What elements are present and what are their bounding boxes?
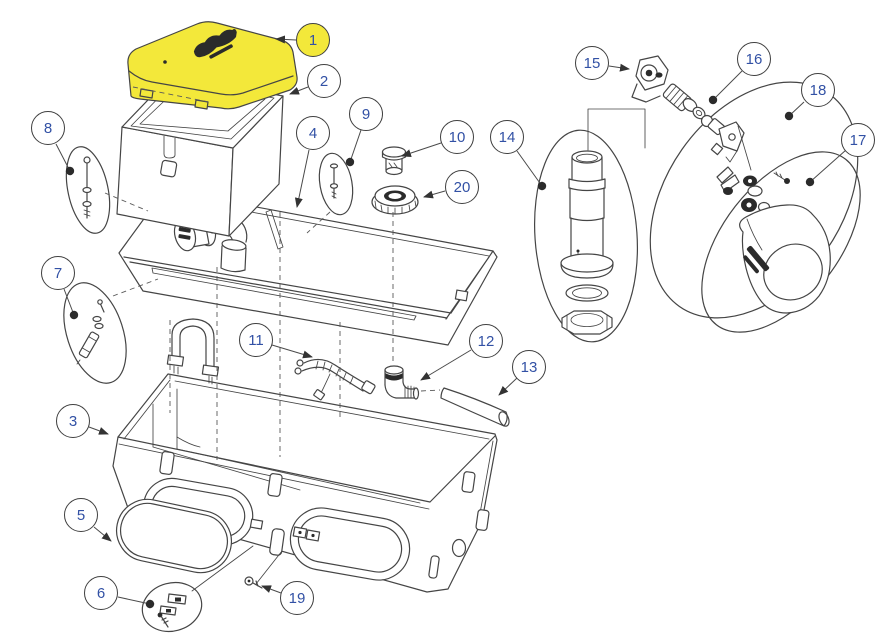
leader-2 [289,86,309,95]
motor-assembly-17 [716,166,831,314]
brand-script-logo-motor [743,245,770,274]
insert-fitting-part-10 [381,146,407,176]
leader-12 [420,349,472,381]
leader-13 [498,377,518,396]
standpipe-ellipse-14 [533,129,639,343]
motor-drum [739,204,831,314]
leader-5 [93,526,112,542]
standpipe-assembly [560,108,646,335]
leader-10 [401,142,442,157]
leader-4 [294,149,310,208]
hopper-right-oval [289,507,411,581]
pull-pin-part-19 [244,550,283,589]
leader-20 [423,190,446,199]
leader-15 [608,63,630,72]
plunger-parts-chain-16 [662,83,752,171]
leader-14 [516,150,547,191]
detail-ellipse-9 [318,152,354,216]
leader-1 [275,35,297,44]
lock-ring-nut-part-20 [371,185,419,215]
leader-7 [63,288,79,320]
wiring-harness-part-11 [294,358,376,401]
leader-8 [55,143,75,176]
leader-16 [708,70,743,105]
u-bail-tube [166,318,220,385]
elbow-fitting-part-12 [384,365,420,400]
yellow-cover-lid-part-1 [127,21,298,110]
leader-3 [88,426,109,435]
leader-19 [261,585,282,594]
detail-ellipse-8 [65,146,111,234]
leader-18 [784,101,805,121]
brand-script-logo-lid [193,28,237,59]
hose-part-13 [420,387,510,427]
detail-ellipse-6 [141,545,254,633]
detail-ellipse-7 [63,282,127,384]
leader-11 [271,344,313,359]
leader-6 [117,596,155,609]
leader-17 [805,149,847,187]
valve-connector-part-15 [631,55,669,103]
leader-9 [345,129,362,167]
projection-lines [104,192,394,460]
oval-cover-part-5 [115,498,233,574]
